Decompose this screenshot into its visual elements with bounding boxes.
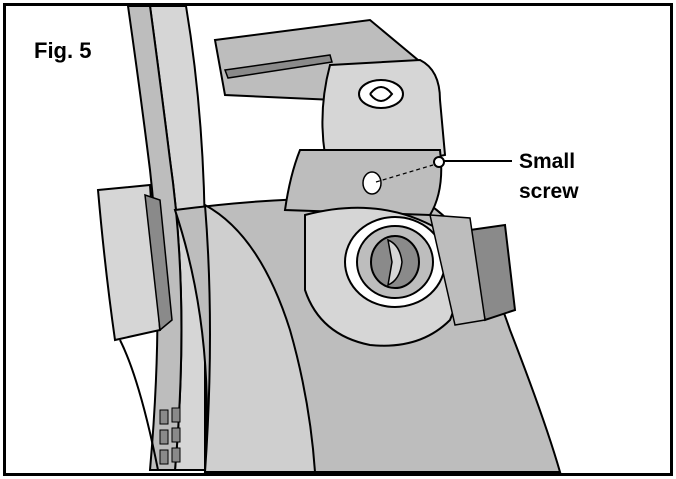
vent-slot — [171, 447, 181, 463]
callout-label-screw: screw — [519, 180, 579, 203]
rear-handle-edge — [126, 5, 183, 471]
logo-housing — [321, 58, 447, 162]
small-screw — [433, 156, 445, 168]
hose-tray-slot — [223, 54, 333, 79]
left-holster — [96, 183, 162, 342]
logo-emblem — [358, 79, 404, 109]
callout-label-small: Small — [519, 150, 576, 173]
right-holster-face — [429, 214, 486, 326]
vent-slot — [159, 429, 169, 445]
screw-guide-line — [375, 164, 434, 183]
power-cord — [119, 339, 159, 471]
vent-slot — [159, 409, 169, 425]
vent-slot — [171, 407, 181, 423]
front-panel — [203, 203, 317, 473]
vent-slot — [159, 449, 169, 465]
vent-slots — [159, 407, 181, 465]
logo-emblem-swirl — [369, 86, 394, 102]
left-holster-inner — [144, 193, 173, 332]
vent-slot — [171, 427, 181, 443]
screw-hole — [362, 171, 382, 195]
on-off-dial-grip — [387, 238, 403, 287]
figure-label: Fig. 5 — [34, 38, 92, 63]
